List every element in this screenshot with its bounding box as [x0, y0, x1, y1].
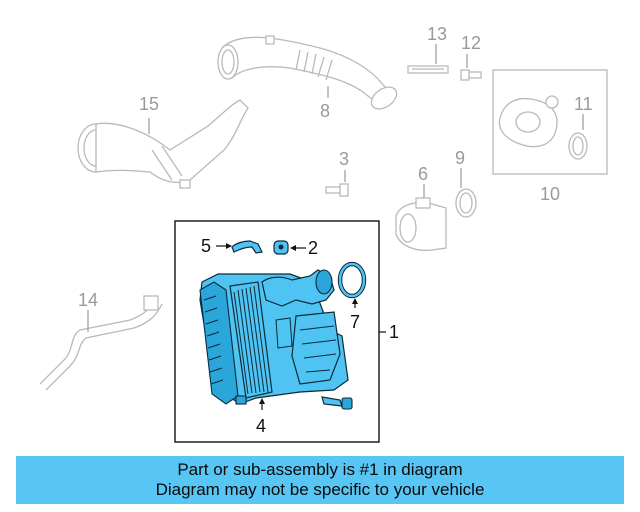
callout-1: 1 [389, 322, 399, 342]
parts-diagram: 8 13 12 11 10 15 3 [39, 24, 608, 443]
clip-part-13 [407, 65, 449, 74]
callout-6: 6 [418, 164, 428, 184]
notice-line-1: Part or sub-assembly is #1 in diagram [177, 460, 463, 479]
callout-10: 10 [540, 184, 560, 204]
callout-7: 7 [350, 312, 360, 332]
gasket-part-11 [568, 132, 588, 160]
callout-15: 15 [139, 94, 159, 114]
callout-11: 11 [574, 94, 593, 114]
throttle-body-part-10 [498, 95, 559, 148]
arrow-2 [290, 245, 296, 251]
clamp-part-9 [455, 188, 477, 218]
notice-line-2: Diagram may not be specific to your vehi… [155, 480, 485, 499]
bracket-part-5 [231, 240, 263, 254]
callout-13: 13 [427, 24, 447, 44]
air-duct-part-15 [77, 99, 249, 189]
callout-8: 8 [320, 101, 330, 121]
callout-14: 14 [78, 290, 98, 310]
seal-ring-part-7 [337, 261, 367, 299]
bolt-part-3 [325, 183, 349, 197]
assembly-box-part-10 [492, 69, 608, 175]
sensor-part-6 [395, 197, 447, 252]
arrow-4 [259, 398, 265, 404]
callout-5: 5 [201, 236, 211, 256]
grommet-part-2 [273, 240, 289, 255]
notice-banner: Part or sub-assembly is #1 in diagram Di… [16, 456, 624, 504]
arrow-7 [352, 298, 358, 304]
callout-4: 4 [256, 416, 266, 436]
intake-hose-part-8 [217, 35, 398, 110]
arrow-5 [226, 243, 232, 249]
callout-12: 12 [461, 33, 481, 53]
housing-bolt [321, 396, 353, 410]
hose-part-14 [39, 295, 163, 391]
callout-2: 2 [308, 238, 318, 258]
air-cleaner-housing [199, 269, 349, 405]
bolt-part-12 [460, 69, 482, 81]
callout-9: 9 [455, 148, 465, 168]
callout-3: 3 [339, 149, 349, 169]
